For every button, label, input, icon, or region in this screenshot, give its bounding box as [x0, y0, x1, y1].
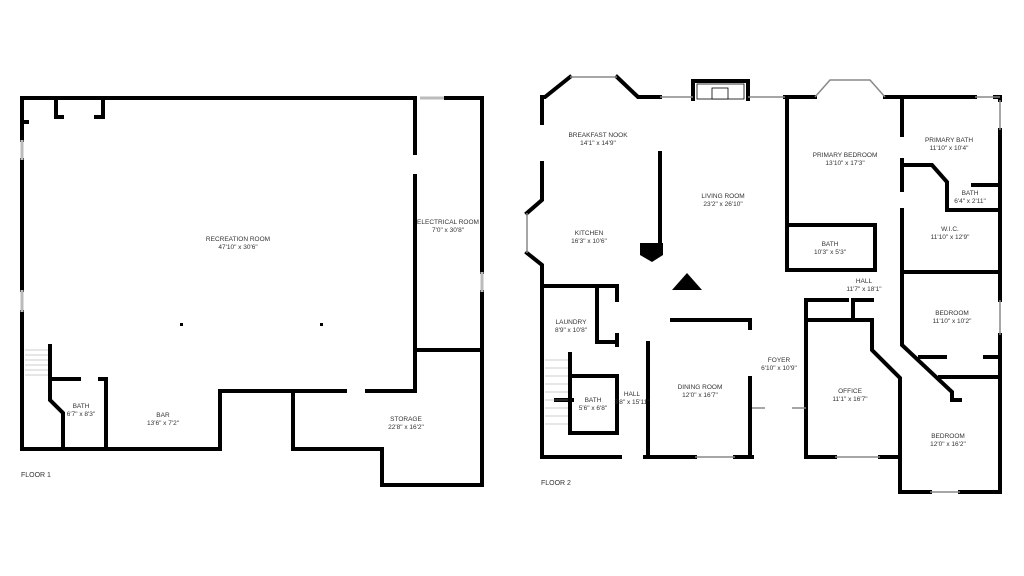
room-name: BREAKFAST NOOK	[568, 132, 628, 139]
fireplace-icon	[696, 83, 745, 100]
room-size: 11'1" x 16'7"	[832, 396, 868, 403]
column-marker	[180, 323, 183, 326]
room-size: 22'8" x 16'2"	[388, 424, 424, 431]
floor-2-label: FLOOR 2	[541, 480, 571, 487]
room-name: OFFICE	[838, 388, 862, 395]
room-name: RECREATION ROOM	[205, 236, 271, 243]
room-name: STORAGE	[390, 416, 422, 423]
floor-2-walls	[524, 74, 1002, 494]
room-name: DINING ROOM	[677, 384, 723, 391]
room-size: 6'4" x 2'11"	[954, 198, 986, 205]
room-name: BATH	[72, 403, 90, 410]
kitchen-counter-shape	[640, 243, 663, 262]
room-size: 11'10" x 10'2"	[932, 318, 972, 325]
room-size: 3'8" x 15'11"	[614, 399, 650, 406]
room-name: W.I.C.	[941, 226, 959, 233]
room-name: HALL	[855, 278, 873, 285]
room-size: 47'10" x 30'6"	[218, 244, 258, 251]
room-size: 12'0" x 16'2"	[930, 441, 966, 448]
room-size: 23'2" x 26'10"	[703, 201, 743, 208]
room-name: FOYER	[767, 357, 791, 364]
room-name: HALL	[623, 391, 641, 398]
room-name: BEDROOM	[935, 310, 969, 317]
room-size: 6'7" x 8'3"	[66, 411, 96, 418]
floor-1-windows	[20, 96, 484, 312]
floor-2-stairs	[545, 359, 568, 425]
room-name: BEDROOM	[931, 433, 965, 440]
room-name: BATH	[584, 397, 602, 404]
room-size: 14'1" x 14'9"	[580, 140, 616, 147]
room-size: 11'10" x 10'4"	[929, 145, 969, 152]
floor-1-stairs	[25, 349, 48, 376]
room-name: LAUNDRY	[555, 319, 587, 326]
floor-1-walls	[20, 96, 484, 487]
room-name: PRIMARY BATH	[924, 137, 974, 144]
room-size: 8'9" x 10'8"	[554, 327, 588, 334]
room-size: 13'10" x 17'3"	[825, 160, 865, 167]
room-size: 5'6" x 6'8"	[578, 405, 608, 412]
room-size: 7'0" x 30'8"	[431, 227, 465, 234]
corner-shape	[672, 273, 702, 290]
room-size: 12'0" x 16'7"	[682, 392, 718, 399]
room-name: PRIMARY BEDROOM	[812, 152, 878, 159]
room-size: 13'6" x 7'2"	[146, 420, 180, 427]
room-name: BATH	[961, 190, 979, 197]
room-name: ELECTRICAL ROOM	[417, 219, 479, 226]
floor-1-label: FLOOR 1	[21, 472, 51, 479]
room-size: 11'7" x 18'1"	[846, 286, 882, 293]
room-name: BATH	[821, 241, 839, 248]
room-size: 16'3" x 10'6"	[571, 238, 607, 245]
room-name: LIVING ROOM	[701, 193, 745, 200]
column-marker	[320, 323, 323, 326]
room-name: KITCHEN	[574, 230, 604, 237]
room-label-wic: W.I.C.11'10" x 12'9"	[931, 226, 970, 242]
floor-2-windows	[526, 76, 1001, 493]
room-size: 11'10" x 12'9"	[930, 234, 970, 241]
room-size: 6'10" x 10'9"	[761, 365, 797, 372]
room-size: 10'3" x 5'3"	[813, 249, 847, 256]
room-name: BAR	[156, 412, 170, 419]
